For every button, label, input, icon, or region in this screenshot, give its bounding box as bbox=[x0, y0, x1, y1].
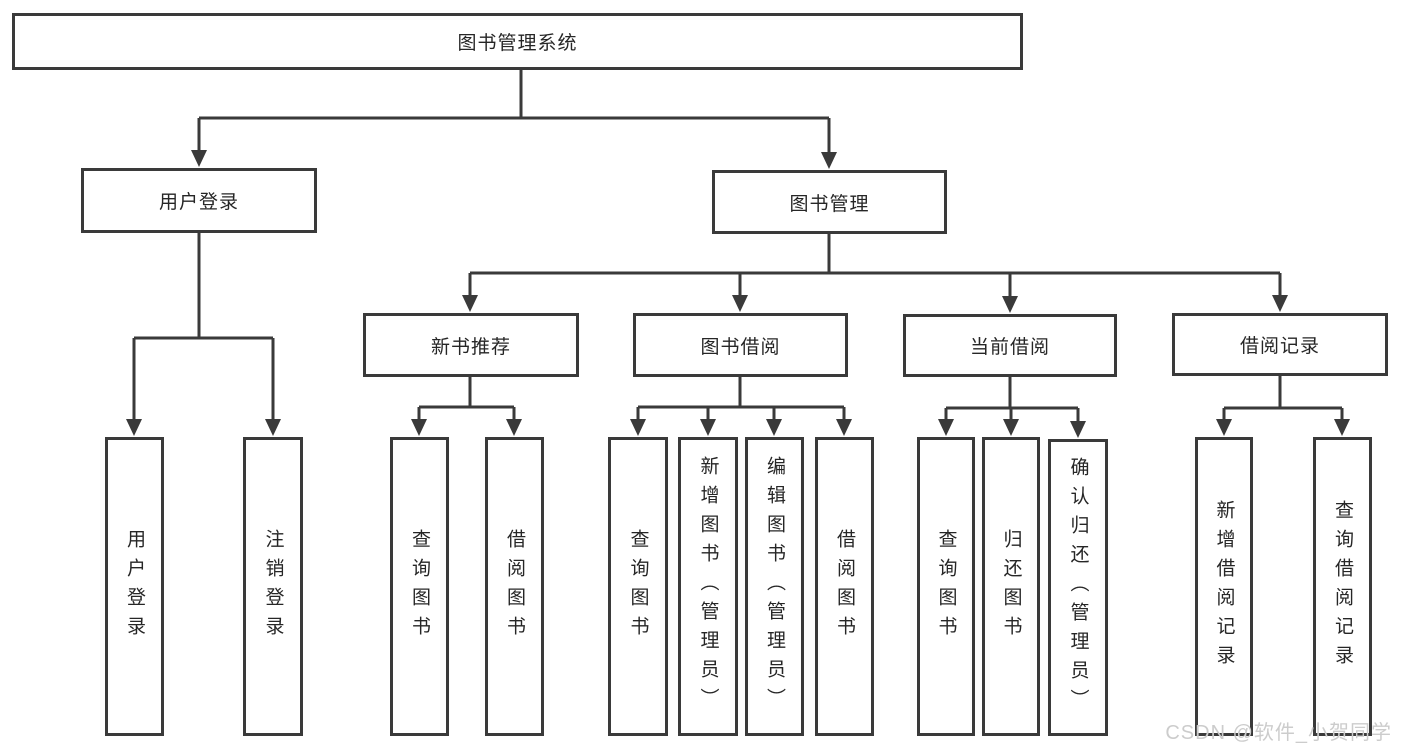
leaf-logout-label: 注销登录 bbox=[262, 528, 284, 645]
leaf-confirm-return-admin-label: 确认归还（管理员） bbox=[1067, 457, 1089, 718]
leaf-return-book-label: 归还图书 bbox=[1000, 528, 1022, 645]
leaf-query-books-current: 查询图书 bbox=[917, 437, 975, 736]
leaf-query-books-current-label: 查询图书 bbox=[935, 528, 957, 645]
node-root: 图书管理系统 bbox=[12, 13, 1023, 70]
leaf-borrow-books-borrow-label: 借阅图书 bbox=[834, 528, 855, 645]
leaf-borrow-books-recommend-label: 借阅图书 bbox=[504, 528, 525, 645]
leaf-query-books-recommend-label: 查询图书 bbox=[409, 528, 430, 645]
leaf-query-books-recommend: 查询图书 bbox=[390, 437, 449, 736]
leaf-query-borrow-record-label: 查询借阅记录 bbox=[1332, 499, 1353, 674]
node-book-borrow: 图书借阅 bbox=[633, 313, 848, 377]
node-new-book-recommend: 新书推荐 bbox=[363, 313, 579, 377]
leaf-add-borrow-record: 新增借阅记录 bbox=[1195, 437, 1253, 736]
connector-stems bbox=[132, 69, 1344, 428]
node-borrow-records: 借阅记录 bbox=[1172, 313, 1388, 376]
leaf-edit-book-admin-label: 编辑图书（管理员） bbox=[764, 456, 785, 717]
node-borrow-records-label: 借阅记录 bbox=[1239, 336, 1320, 357]
node-current-borrow: 当前借阅 bbox=[903, 314, 1117, 377]
leaf-user-login: 用户登录 bbox=[105, 437, 164, 736]
node-new-book-recommend-label: 新书推荐 bbox=[430, 336, 511, 358]
node-book-management-label: 图书管理 bbox=[789, 193, 870, 215]
leaf-query-books-borrow: 查询图书 bbox=[608, 437, 668, 736]
leaf-add-book-admin-label: 新增图书（管理员） bbox=[697, 456, 719, 717]
node-book-borrow-label: 图书借阅 bbox=[700, 336, 781, 358]
leaf-borrow-books-recommend: 借阅图书 bbox=[485, 437, 544, 736]
leaf-logout: 注销登录 bbox=[243, 437, 303, 736]
csdn-watermark: CSDN @软件_小贺同学 bbox=[1165, 722, 1392, 744]
leaf-query-borrow-record: 查询借阅记录 bbox=[1313, 437, 1372, 736]
leaf-user-login-label: 用户登录 bbox=[124, 528, 145, 645]
node-user-login-label: 用户登录 bbox=[158, 192, 239, 213]
node-current-borrow-label: 当前借阅 bbox=[969, 337, 1050, 358]
leaf-return-book: 归还图书 bbox=[982, 437, 1040, 736]
leaf-query-books-borrow-label: 查询图书 bbox=[627, 528, 649, 645]
node-root-label: 图书管理系统 bbox=[457, 33, 578, 54]
leaf-add-borrow-record-label: 新增借阅记录 bbox=[1213, 499, 1235, 674]
leaf-edit-book-admin: 编辑图书（管理员） bbox=[745, 437, 804, 736]
node-user-login: 用户登录 bbox=[81, 168, 317, 233]
leaf-add-book-admin: 新增图书（管理员） bbox=[678, 437, 738, 736]
node-book-management: 图书管理 bbox=[712, 170, 947, 234]
leaf-borrow-books-borrow: 借阅图书 bbox=[815, 437, 874, 736]
leaf-confirm-return-admin: 确认归还（管理员） bbox=[1048, 439, 1108, 736]
